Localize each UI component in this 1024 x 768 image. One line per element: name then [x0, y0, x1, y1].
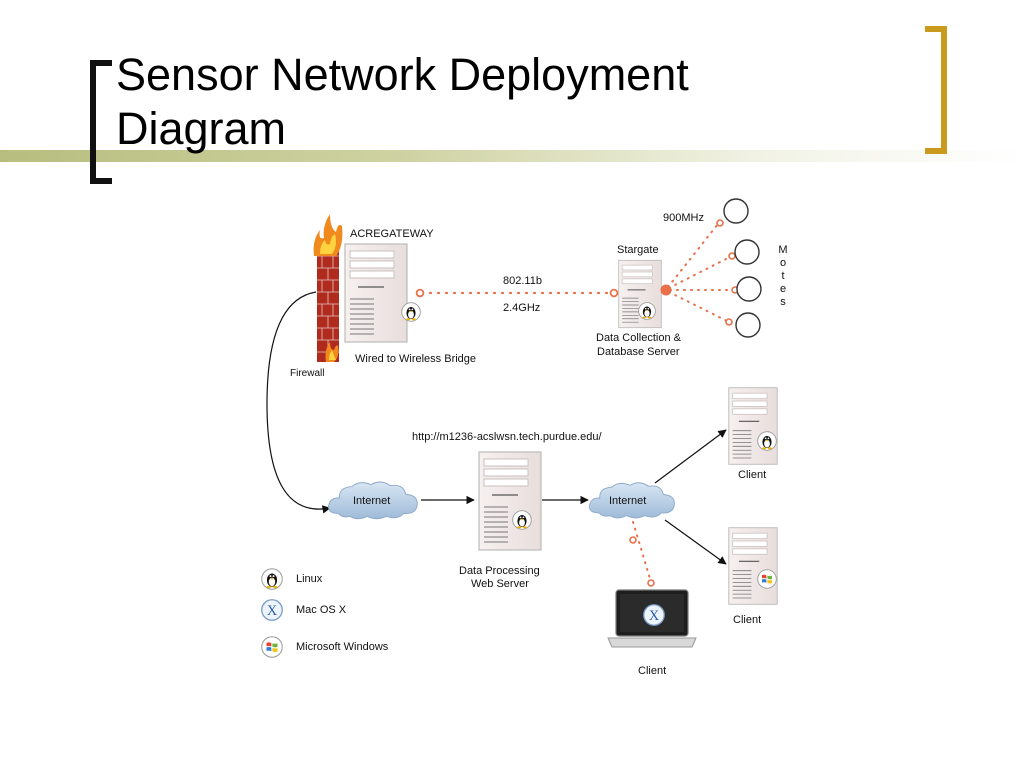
windows-client-os-icon: [757, 569, 777, 589]
server-url-label: http://m1236-acslwsn.tech.purdue.edu/: [412, 431, 603, 443]
legend-windows-label: Microsoft Windows: [296, 641, 389, 653]
web-server-label: Web Server: [471, 578, 529, 590]
motes-group: [723, 198, 762, 338]
mac-client-label: Client: [638, 665, 666, 677]
mote-1-icon: [723, 198, 749, 224]
legend-linux-icon: [261, 568, 283, 590]
web-server-linux-icon: [512, 510, 532, 530]
internet-to-windows-client-arrow: [664, 519, 727, 565]
title-band: [0, 150, 1024, 162]
firewall-internet-link: [266, 291, 331, 514]
page-title-line1: Sensor Network Deployment: [116, 49, 689, 100]
right-bracket: [925, 26, 947, 154]
mote-4-icon: [735, 312, 761, 338]
frequency-label: 900MHz: [663, 212, 704, 224]
windows-client-label: Client: [733, 614, 761, 626]
internet-left-label: Internet: [353, 495, 390, 507]
data-collection-label: Data Collection &: [596, 332, 682, 344]
legend-linux-label: Linux: [296, 573, 323, 585]
bridge-label: Wired to Wireless Bridge: [355, 353, 476, 365]
internet-right-label: Internet: [609, 495, 646, 507]
data-processing-label: Data Processing: [459, 565, 540, 577]
legend-mac-label: Mac OS X: [296, 604, 347, 616]
windows-client-icon: [728, 527, 778, 605]
linux-client-icon: [728, 387, 778, 465]
legend-mac-os-x-icon: [261, 599, 283, 621]
web-server-icon: [478, 451, 542, 551]
legend: Linux Mac OS X Microsoft Windows: [261, 568, 389, 658]
legend-windows-icon: [261, 636, 283, 658]
linux-client-os-icon: [757, 431, 777, 451]
wireless-client-link: [632, 521, 652, 583]
page-title: Sensor Network Deployment Diagram: [116, 48, 876, 156]
stargate-label: Stargate: [617, 244, 659, 256]
mote-2-icon: [734, 239, 760, 265]
mote-3-icon: [736, 276, 762, 302]
mac-client-os-icon: [643, 604, 665, 626]
gateway-label: ACREGATEWAY: [350, 228, 434, 240]
motes-label: Motes: [777, 244, 789, 309]
gateway-linux-icon: [401, 302, 421, 322]
mote-links: [667, 223, 734, 322]
page-title-line2: Diagram: [116, 103, 287, 154]
firewall-icon: [313, 214, 343, 362]
firewall-label: Firewall: [290, 368, 324, 379]
internet-to-linux-client-arrow: [654, 429, 727, 484]
database-server-label: Database Server: [597, 346, 680, 358]
link-label-802-11b: 802.11b: [503, 275, 542, 287]
gateway-server-icon: [344, 243, 408, 343]
linux-client-label: Client: [738, 469, 766, 481]
stargate-server-icon: [618, 259, 662, 329]
link-label-2-4ghz: 2.4GHz: [503, 302, 540, 314]
left-bracket: [90, 60, 112, 184]
stargate-linux-icon: [638, 302, 656, 320]
